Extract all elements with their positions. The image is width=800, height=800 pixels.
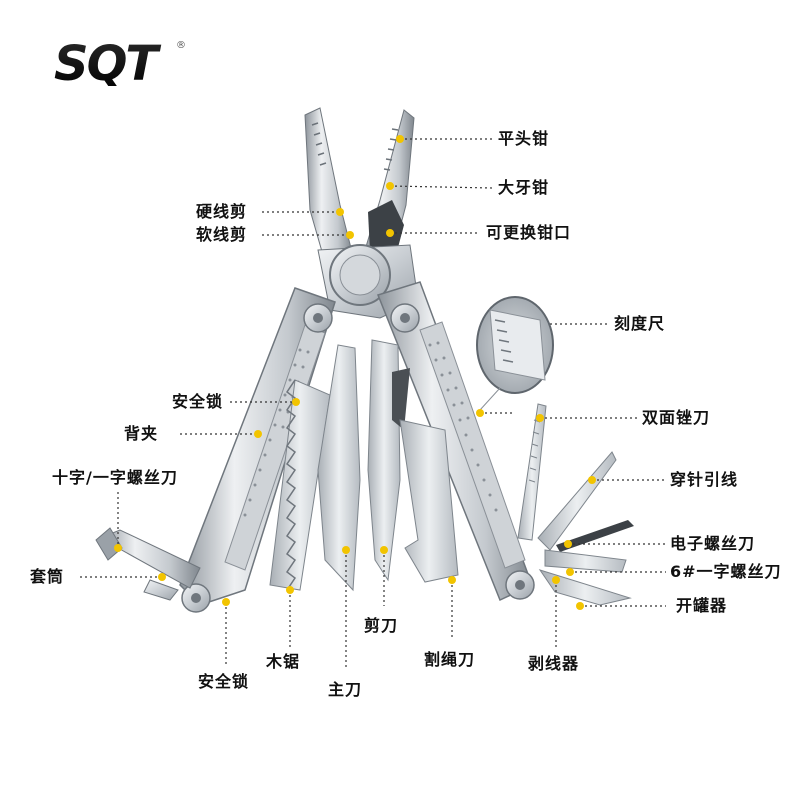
flat-driver [544,549,627,573]
label-safety-lock-upper: 安全锁 [172,392,224,411]
logo-text: SQT [54,36,161,86]
wood-saw-blade [269,379,331,591]
label-replaceable-jaw: 可更换钳口 [486,223,572,242]
main-blade [317,344,361,592]
label-main-blade: 主刀 [328,680,363,699]
label-safety-lock-lower: 安全锁 [198,672,250,691]
label-back-clip: 背夹 [124,424,159,443]
label-wire-stripper: 剥线器 [528,654,580,673]
right-handle [377,281,535,602]
label-ruler: 刻度尺 [614,314,666,333]
file-tool [517,403,547,541]
label-double-file: 双面锉刀 [642,408,711,427]
screwdriver-and-socket [95,527,201,601]
label-scissors: 剪刀 [364,616,399,635]
pivot-hub [317,244,419,319]
label-electronic-screwdriver: 电子螺丝刀 [670,534,756,553]
label-can-opener: 开罐器 [676,596,728,615]
label-flat-nose-pliers: 平头钳 [498,129,550,148]
brand-logo: SQT ® [54,36,186,86]
label-flat-screwdriver-6: 6#一字螺丝刀 [670,562,782,581]
label-large-tooth-pliers: 大牙钳 [498,178,550,197]
scissors-blade [367,339,410,582]
label-hard-wire-cutter: 硬线剪 [196,202,248,221]
label-socket: 套筒 [30,567,65,586]
label-wood-saw: 木锯 [266,652,301,671]
can-opener-tool [538,569,632,606]
label-soft-wire-cutter: 软线剪 [196,225,248,244]
registered-mark: ® [176,40,186,51]
plier-jaws [304,107,415,263]
label-screwdriver-cross-flat: 十字/一字螺丝刀 [52,468,178,487]
label-rope-cutter: 割绳刀 [424,650,476,669]
ruler-inset [476,296,554,411]
needle-tool [537,451,617,551]
rope-cutter-blade [399,419,459,583]
fanned-tools [517,403,634,606]
label-needle-threader: 穿针引线 [670,470,739,489]
